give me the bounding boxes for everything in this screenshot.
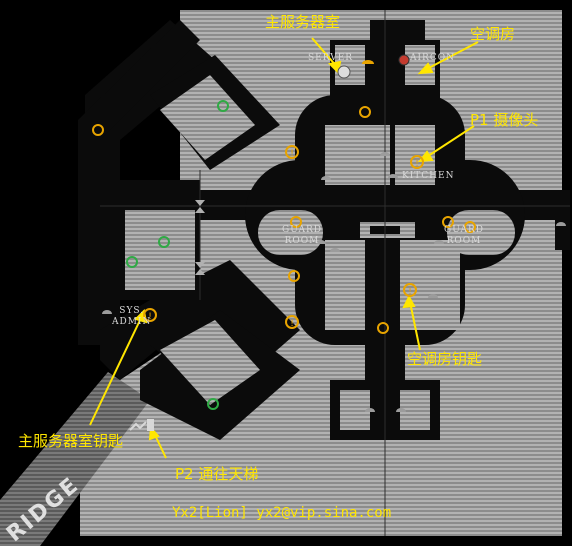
room-label-guard-left: GUARD ROOM (282, 225, 322, 247)
rotate-arrow-icon[interactable] (464, 221, 476, 233)
annotation-p1-camera: P1 摄像头 (470, 111, 539, 129)
door-lamp-icon (330, 248, 340, 252)
author-credit: Yx2[Lion] yx2@vip.sina.com (172, 505, 392, 521)
svg-text:!: ! (148, 312, 152, 322)
door-hinge-icon (195, 269, 205, 275)
door-lamp-icon (380, 152, 390, 156)
door-lamp-icon (321, 176, 331, 180)
room-label-guard-right-line1: GUARD (444, 225, 484, 235)
rotate-arrow-icon[interactable] (288, 270, 300, 282)
door-lamp-icon (102, 310, 112, 314)
camera-icon[interactable] (398, 54, 410, 66)
svg-text:!: ! (290, 319, 294, 329)
room-label-server: SERVER (308, 53, 354, 63)
door-lamp-icon (365, 408, 375, 412)
door-hinge-icon (195, 262, 205, 268)
central-core (335, 200, 430, 240)
door-lamp-icon (428, 294, 438, 298)
svg-text:!: ! (415, 159, 419, 169)
exclamation-circle-icon[interactable]: ! (403, 283, 417, 297)
exclamation-circle-icon[interactable]: ! (285, 315, 299, 329)
svg-text:!: ! (290, 149, 294, 159)
room-label-sys-admin: SYS. ADMIN (112, 306, 151, 328)
rotate-arrow-icon[interactable] (158, 236, 170, 248)
stairs-icon[interactable] (129, 419, 154, 431)
room-label-guard-right-line2: ROOM (446, 236, 482, 246)
room-label-guard-left-line1: GUARD (282, 225, 322, 235)
grid-lines (100, 10, 570, 536)
annotation-arrows (89, 37, 479, 459)
bridge-walkway (0, 372, 150, 546)
rotate-arrow-icon[interactable] (442, 216, 454, 228)
svg-text:!: ! (408, 287, 412, 297)
annotation-main-server-room: 主服务器室 (265, 13, 341, 31)
annotation-p2-to-elevator: P2 通往天梯 (175, 465, 259, 483)
door-lamp-icon (362, 60, 374, 64)
rotate-arrow-icon[interactable] (290, 216, 302, 228)
room-label-sys-admin-line2: ADMIN (112, 317, 152, 327)
annotation-ac-room: 空调房 (470, 25, 516, 43)
exclamation-circle-icon[interactable]: ! (143, 308, 157, 322)
rotate-arrow-icon[interactable] (207, 398, 219, 410)
door-lamp-icon (388, 174, 398, 178)
room-label-guard-right: GUARD ROOM (444, 225, 484, 247)
door-lamp-icon (396, 408, 406, 412)
rotate-arrow-icon[interactable] (377, 322, 389, 334)
door-lamp-icon (434, 240, 444, 244)
annotation-main-server-room-key: 主服务器室钥匙 (18, 432, 124, 450)
exclamation-circle-icon[interactable]: ! (410, 155, 424, 169)
room-label-sys-admin-line1: SYS. (119, 306, 145, 316)
annotation-ac-room-key: 空调房钥匙 (407, 350, 483, 368)
camera-icon[interactable] (337, 65, 351, 79)
door-hinge-icon (195, 207, 205, 213)
rotate-arrow-icon[interactable] (359, 106, 371, 118)
door-hinge-icon (195, 200, 205, 206)
room-label-aircon: AIRCON (410, 53, 455, 63)
room-label-kitchen: KITCHEN (402, 171, 455, 181)
door-lamp-icon (316, 240, 326, 244)
rotate-arrow-icon[interactable] (126, 256, 138, 268)
rotate-arrow-icon[interactable] (217, 100, 229, 112)
room-label-guard-left-line2: ROOM (284, 236, 320, 246)
exclamation-circle-icon[interactable]: ! (285, 145, 299, 159)
door-lamp-icon (556, 222, 566, 226)
rotate-arrow-icon[interactable] (92, 124, 104, 136)
